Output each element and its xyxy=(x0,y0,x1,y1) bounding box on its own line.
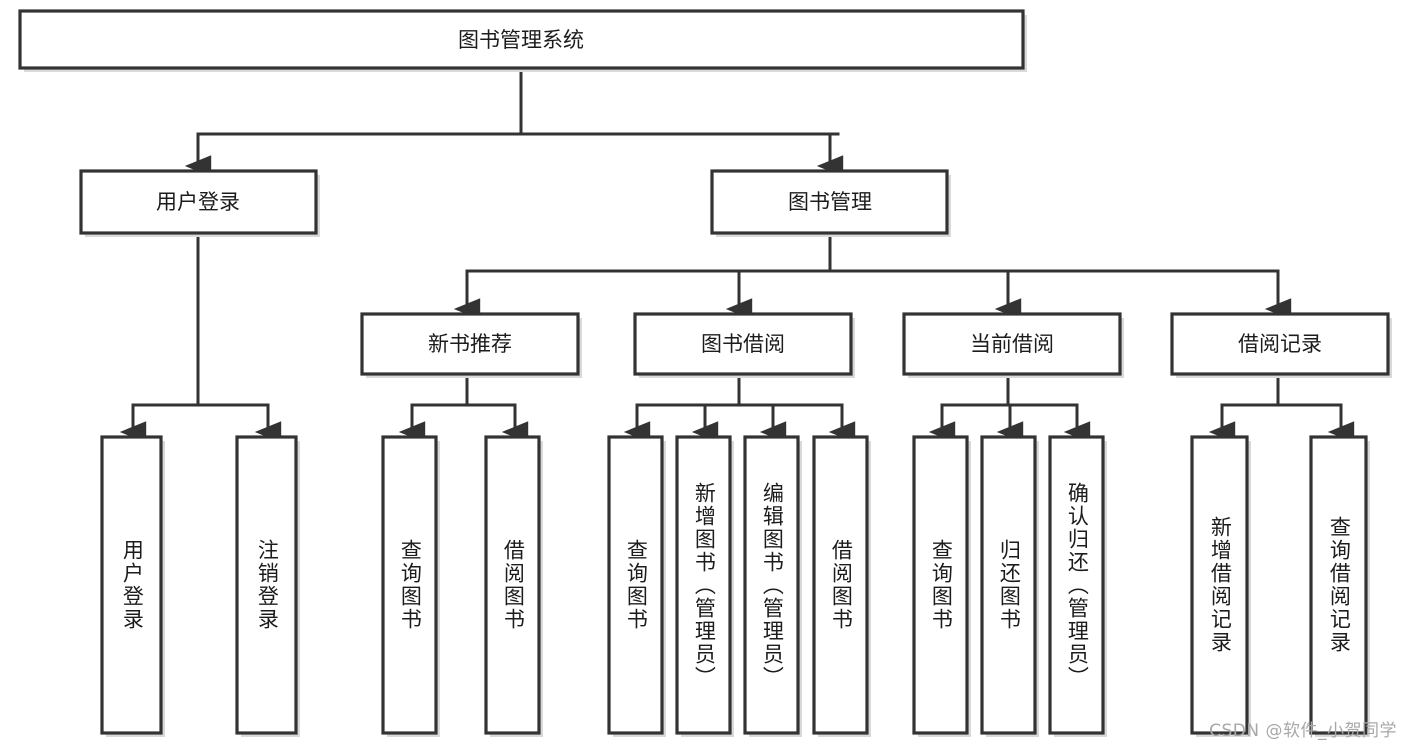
node-book-borrow-label: 图书借阅 xyxy=(701,332,785,356)
node-leaf-confirm-return[interactable] xyxy=(1048,435,1107,737)
node-leaf-query-book-3[interactable] xyxy=(912,435,971,737)
connectors-book-manage-to-level3 xyxy=(453,231,1292,320)
node-book-borrow[interactable]: 图书借阅 xyxy=(633,312,855,378)
connectors-root-to-level2 xyxy=(184,66,844,177)
connectors-book-borrow-to-leaves xyxy=(623,373,856,443)
connectors-borrow-record-to-leaves xyxy=(1208,373,1355,443)
node-current-borrow[interactable]: 当前借阅 xyxy=(902,312,1124,378)
node-leaf-borrow-book-2[interactable] xyxy=(812,435,871,737)
connectors-new-book-recommend-to-leaves xyxy=(398,373,529,443)
watermark-text: CSDN @软件_小贺同学 xyxy=(1209,721,1397,741)
node-leaf-user-login[interactable] xyxy=(100,435,165,737)
node-book-manage[interactable]: 图书管理 xyxy=(710,169,951,237)
node-root[interactable]: 图书管理系统 xyxy=(18,9,1027,72)
node-user-login[interactable]: 用户登录 xyxy=(79,169,320,237)
node-leaf-add-book[interactable] xyxy=(675,435,734,737)
node-new-book-recommend[interactable]: 新书推荐 xyxy=(360,312,582,378)
node-new-book-recommend-label: 新书推荐 xyxy=(428,332,512,356)
node-leaf-user-logout[interactable] xyxy=(235,435,300,737)
connectors-current-borrow-to-leaves xyxy=(928,373,1091,443)
node-leaf-add-record[interactable] xyxy=(1190,435,1251,737)
connectors-user-login-to-leaves xyxy=(119,231,282,443)
node-leaf-query-record[interactable] xyxy=(1309,435,1370,737)
node-leaf-query-book-1[interactable] xyxy=(381,435,440,737)
node-leaf-query-book-2[interactable] xyxy=(607,435,666,737)
node-leaf-return-book[interactable] xyxy=(980,435,1039,737)
node-borrow-record[interactable]: 借阅记录 xyxy=(1170,312,1392,378)
node-leaf-edit-book[interactable] xyxy=(743,435,802,737)
node-book-manage-label: 图书管理 xyxy=(788,190,872,214)
node-user-login-label: 用户登录 xyxy=(156,190,240,214)
node-root-label: 图书管理系统 xyxy=(458,28,584,52)
node-current-borrow-label: 当前借阅 xyxy=(970,332,1054,356)
node-borrow-record-label: 借阅记录 xyxy=(1238,332,1322,356)
node-leaf-borrow-book-1[interactable] xyxy=(484,435,543,737)
